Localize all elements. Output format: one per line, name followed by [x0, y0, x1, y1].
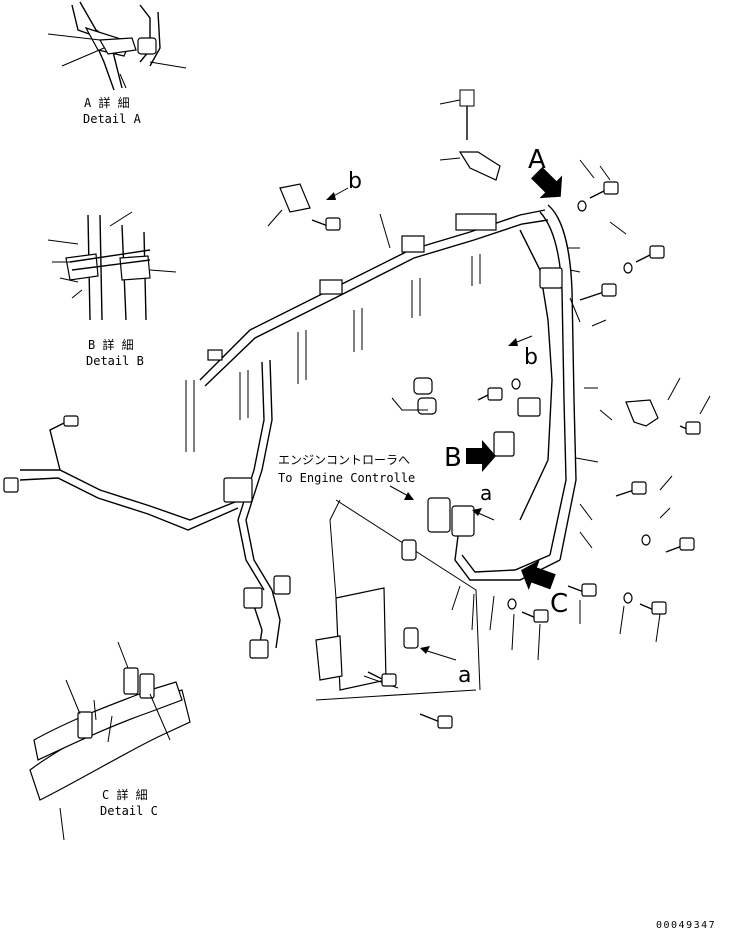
detail-c-jp-label: C 詳 細	[102, 787, 148, 802]
detail-c-drawing	[29, 641, 191, 841]
arrow-a-small-bottom	[423, 649, 457, 661]
leader-lines	[379, 159, 711, 661]
arrow-a	[531, 167, 563, 199]
view-label-big-a: A	[528, 145, 546, 175]
view-arrows	[326, 167, 563, 661]
view-label-small-b-mid: b	[524, 345, 538, 370]
mounting-bracket	[315, 499, 481, 701]
controller-callout-en: To Engine Controlle	[278, 471, 415, 485]
drawing-number: 00049347	[656, 920, 716, 931]
view-label-big-c: C	[550, 589, 568, 619]
main-harness	[3, 204, 577, 659]
arrow-c	[521, 559, 556, 591]
view-label-small-a-bottom: a	[458, 663, 471, 688]
detail-c-en-label: Detail C	[100, 804, 158, 818]
detail-b-jp-label: B 詳 細	[88, 337, 134, 352]
detail-a-drawing	[47, 1, 187, 91]
detail-a-jp-label: A 詳 細	[84, 95, 130, 110]
controller-callout-jp: エンジンコントローラへ	[278, 453, 410, 467]
detail-b-en-label: Detail B	[86, 354, 144, 368]
arrow-b	[466, 440, 496, 472]
view-label-small-b-top: b	[348, 169, 362, 194]
view-label-small-a-top: a	[480, 481, 492, 505]
bolts-and-washers	[267, 89, 701, 729]
detail-b-drawing	[47, 211, 177, 321]
detail-a-en-label: Detail A	[83, 112, 142, 126]
view-label-big-b: B	[444, 443, 462, 473]
